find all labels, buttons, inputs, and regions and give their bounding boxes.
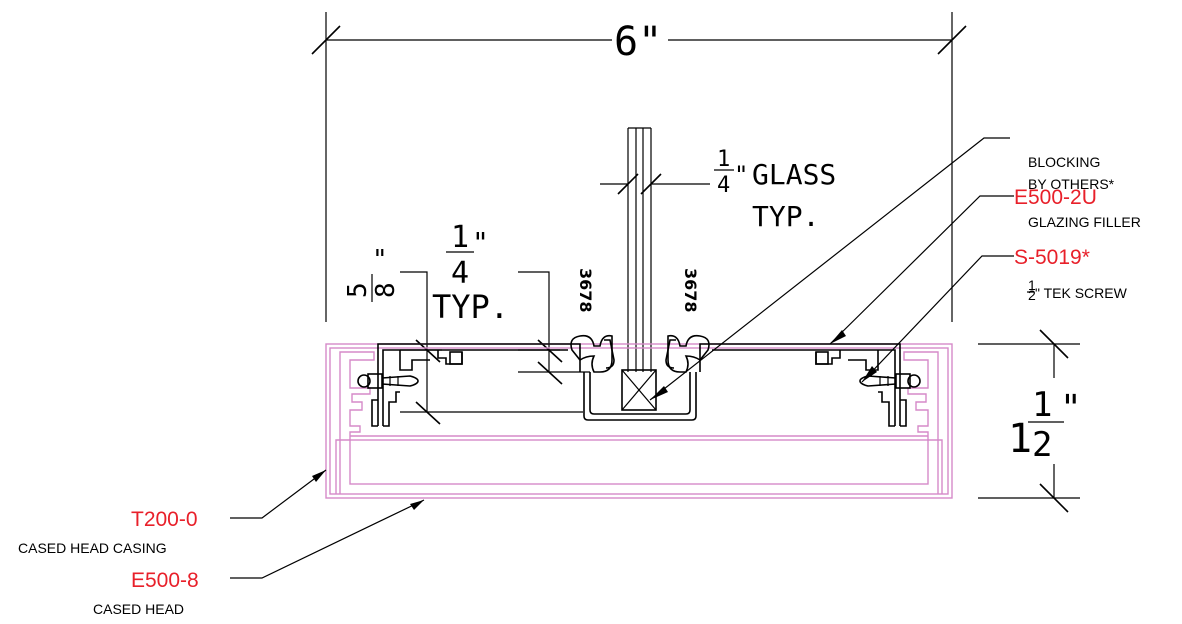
fiveeighths-inch-mark: " — [372, 245, 388, 275]
tek-screw-right — [859, 373, 921, 389]
e5002u-desc: GLAZING FILLER — [1028, 214, 1141, 230]
s5019-code: S-5019* — [1014, 246, 1090, 269]
callout-tek-screw: S-5019* 1 2 " TEK SCREW — [861, 246, 1128, 383]
t2000-code: T200-0 — [131, 508, 198, 531]
overall-width-dimension: 6" — [311, 12, 967, 322]
fiveeighths-frac-num: 5 — [343, 282, 373, 298]
height-inch-mark: " — [1060, 388, 1082, 429]
quarter-frac-den: 4 — [451, 256, 469, 291]
height-frac-den: 2 — [1032, 425, 1052, 465]
glass-dimension: 1 4 " GLASS TYP. — [600, 147, 836, 233]
quarter-frac-num: 1 — [451, 220, 469, 255]
quarter-inch-dimension: 1 4 " TYP. — [432, 220, 590, 385]
glass-frac-num: 1 — [717, 147, 730, 172]
callout-blocking: BLOCKING BY OTHERS* — [649, 137, 1115, 401]
fiveeighths-frac-den: 8 — [371, 282, 401, 298]
blocking-line1: BLOCKING — [1028, 154, 1100, 170]
gasket-left-label: 3678 — [576, 268, 595, 313]
quarter-typ: TYP. — [432, 288, 509, 326]
height-whole: 1 — [1008, 416, 1032, 462]
glass-label: GLASS — [752, 158, 836, 191]
e5008-code: E500-8 — [131, 569, 199, 592]
glass-typ: TYP. — [752, 200, 819, 233]
height-frac-num: 1 — [1032, 385, 1052, 425]
cased-head-extrusion — [371, 334, 907, 427]
s5019-frac-den: 2 — [1028, 287, 1036, 303]
overall-width-label: 6" — [614, 19, 662, 65]
glass-lite — [627, 127, 652, 372]
callout-cased-head: E500-8 CASED HEAD — [93, 499, 425, 617]
s5019-frac-num: 1 — [1028, 277, 1036, 293]
tek-screw-left — [357, 373, 419, 389]
callout-glazing-filler: E500-2U GLAZING FILLER — [829, 186, 1141, 345]
cased-head-casing — [325, 343, 953, 499]
gasket-right-label: 3678 — [681, 268, 700, 313]
e5008-desc: CASED HEAD — [93, 601, 184, 617]
height-dimension: 1 1 2 " — [978, 329, 1082, 513]
quarter-inch-mark: " — [472, 226, 489, 259]
glass-inch-mark: " — [734, 161, 748, 189]
glass-frac-den: 4 — [717, 173, 730, 198]
t2000-desc: CASED HEAD CASING — [18, 540, 167, 556]
blocking-line2: BY OTHERS* — [1028, 176, 1115, 192]
s5019-desc: " TEK SCREW — [1035, 285, 1128, 301]
callout-casing: T200-0 CASED HEAD CASING — [18, 469, 327, 556]
e5002u-code: E500-2U — [1014, 186, 1097, 209]
